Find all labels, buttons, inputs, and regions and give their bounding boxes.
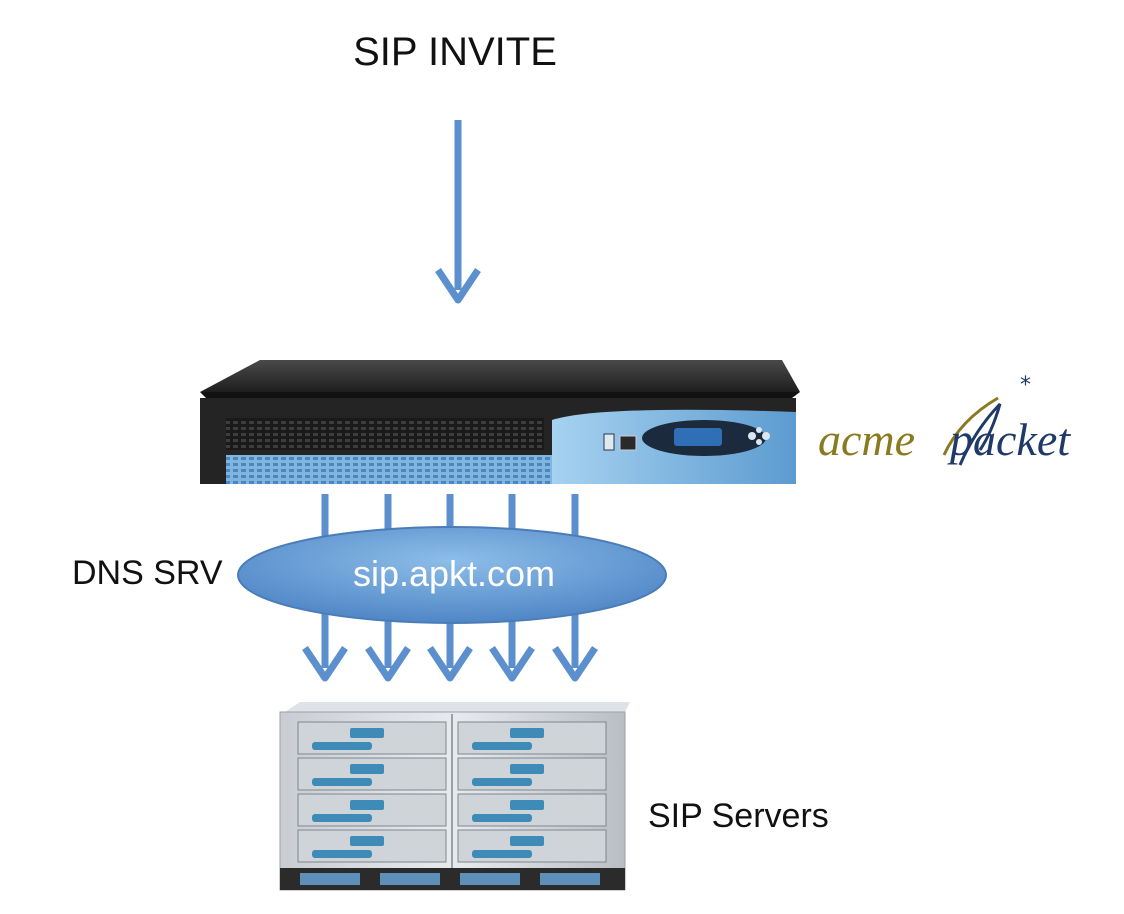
acme-packet-logo: acme packet [818, 385, 1108, 485]
sip-invite-label: SIP INVITE [353, 30, 557, 74]
dns-srv-label: DNS SRV [72, 554, 223, 592]
dns-srv-ellipse [237, 526, 667, 624]
acme-packet-logo-swoosh: * [942, 373, 1031, 466]
sip-server-chassis [279, 702, 630, 891]
sip-servers-label: SIP Servers [648, 797, 829, 835]
invite-arrow [435, 120, 481, 304]
svg-text:*: * [1020, 373, 1031, 398]
logo-acme-text: acme [818, 414, 916, 465]
sip-domain-label: sip.apkt.com [352, 553, 556, 594]
acme-packet-appliance [200, 360, 800, 484]
logo-packet-text: packet [950, 414, 1071, 465]
